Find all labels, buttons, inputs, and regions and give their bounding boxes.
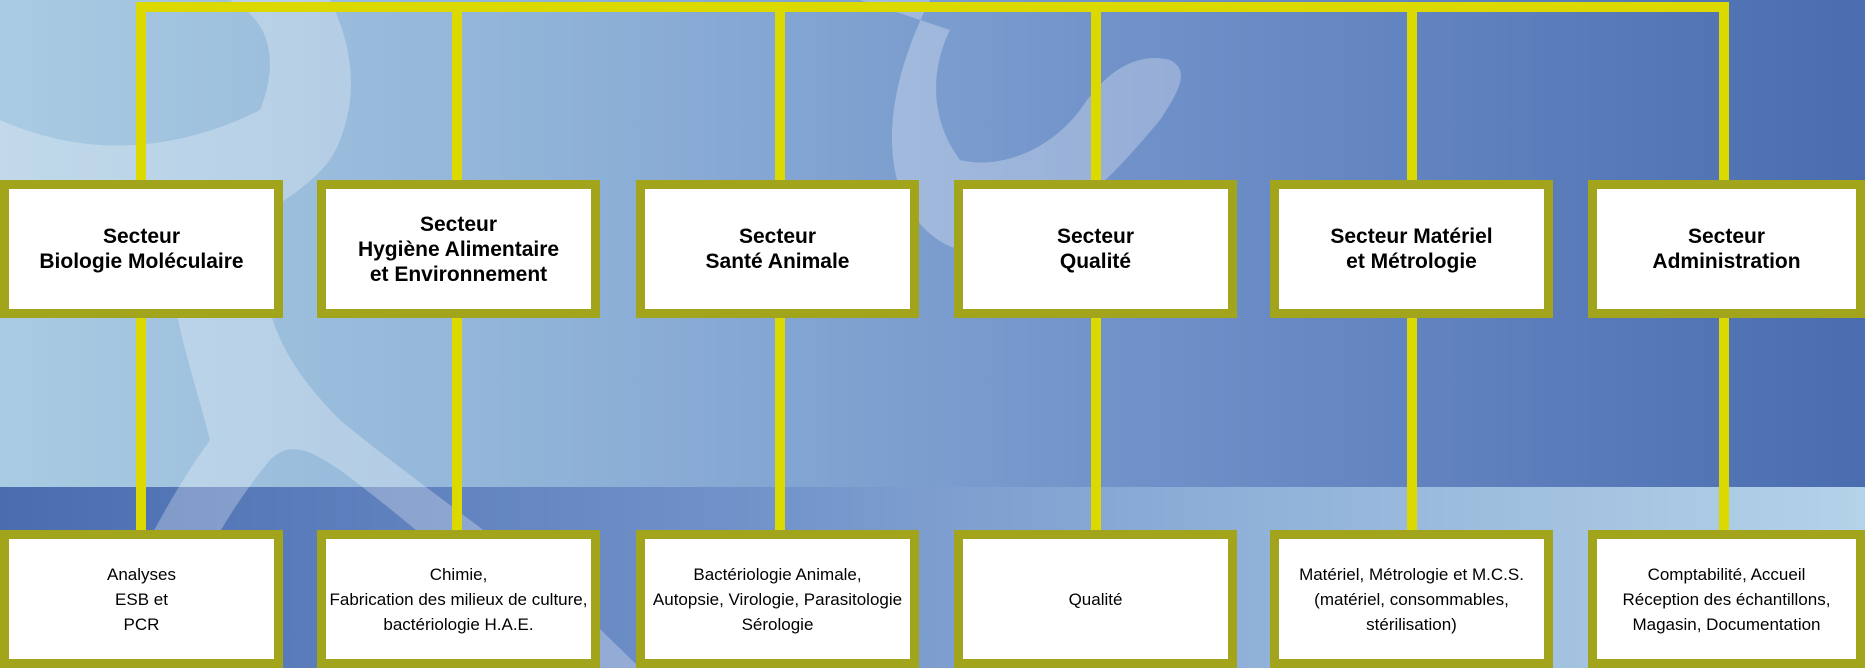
sector-title: Secteur Biologie Moléculaire	[39, 225, 244, 273]
activity-text: Bactériologie Animale, Autopsie, Virolog…	[652, 564, 903, 634]
activity-box-administration: Comptabilité, Accueil Réception des écha…	[1588, 530, 1865, 668]
activity-box-biologie-moleculaire: Analyses ESB et PCR	[0, 530, 283, 668]
background-bottom-band	[0, 487, 1865, 668]
sector-title: Secteur Santé Animale	[705, 225, 850, 273]
sector-title: Secteur Qualité	[1056, 225, 1135, 273]
connector-top-bar	[136, 2, 1729, 12]
sector-box-administration: Secteur Administration	[1588, 180, 1865, 318]
activity-text: Matériel, Métrologie et M.C.S. (matériel…	[1299, 564, 1524, 634]
sector-title: Secteur Hygiène Alimentaire et Environne…	[357, 212, 560, 286]
activity-box-qualite: Qualité	[954, 530, 1237, 668]
activity-text: Chimie, Fabrication des milieux de cultu…	[329, 564, 588, 634]
sector-box-sante-animale: Secteur Santé Animale	[636, 180, 919, 318]
sector-box-hygiene-alimentaire: Secteur Hygiène Alimentaire et Environne…	[317, 180, 600, 318]
sector-title: Secteur Administration	[1652, 225, 1801, 273]
activity-text: Comptabilité, Accueil Réception des écha…	[1622, 564, 1831, 634]
sector-title: Secteur Matériel et Métrologie	[1330, 225, 1493, 273]
activity-box-hygiene-alimentaire: Chimie, Fabrication des milieux de cultu…	[317, 530, 600, 668]
activity-text: Analyses ESB et PCR	[107, 564, 176, 634]
activity-text: Qualité	[1068, 589, 1123, 609]
sector-box-qualite: Secteur Qualité	[954, 180, 1237, 318]
sector-box-biologie-moleculaire: Secteur Biologie Moléculaire	[0, 180, 283, 318]
sector-box-materiel-metrologie: Secteur Matériel et Métrologie	[1270, 180, 1553, 318]
background-top	[0, 0, 1865, 487]
activity-box-materiel-metrologie: Matériel, Métrologie et M.C.S. (matériel…	[1270, 530, 1553, 668]
activity-box-sante-animale: Bactériologie Animale, Autopsie, Virolog…	[636, 530, 919, 668]
